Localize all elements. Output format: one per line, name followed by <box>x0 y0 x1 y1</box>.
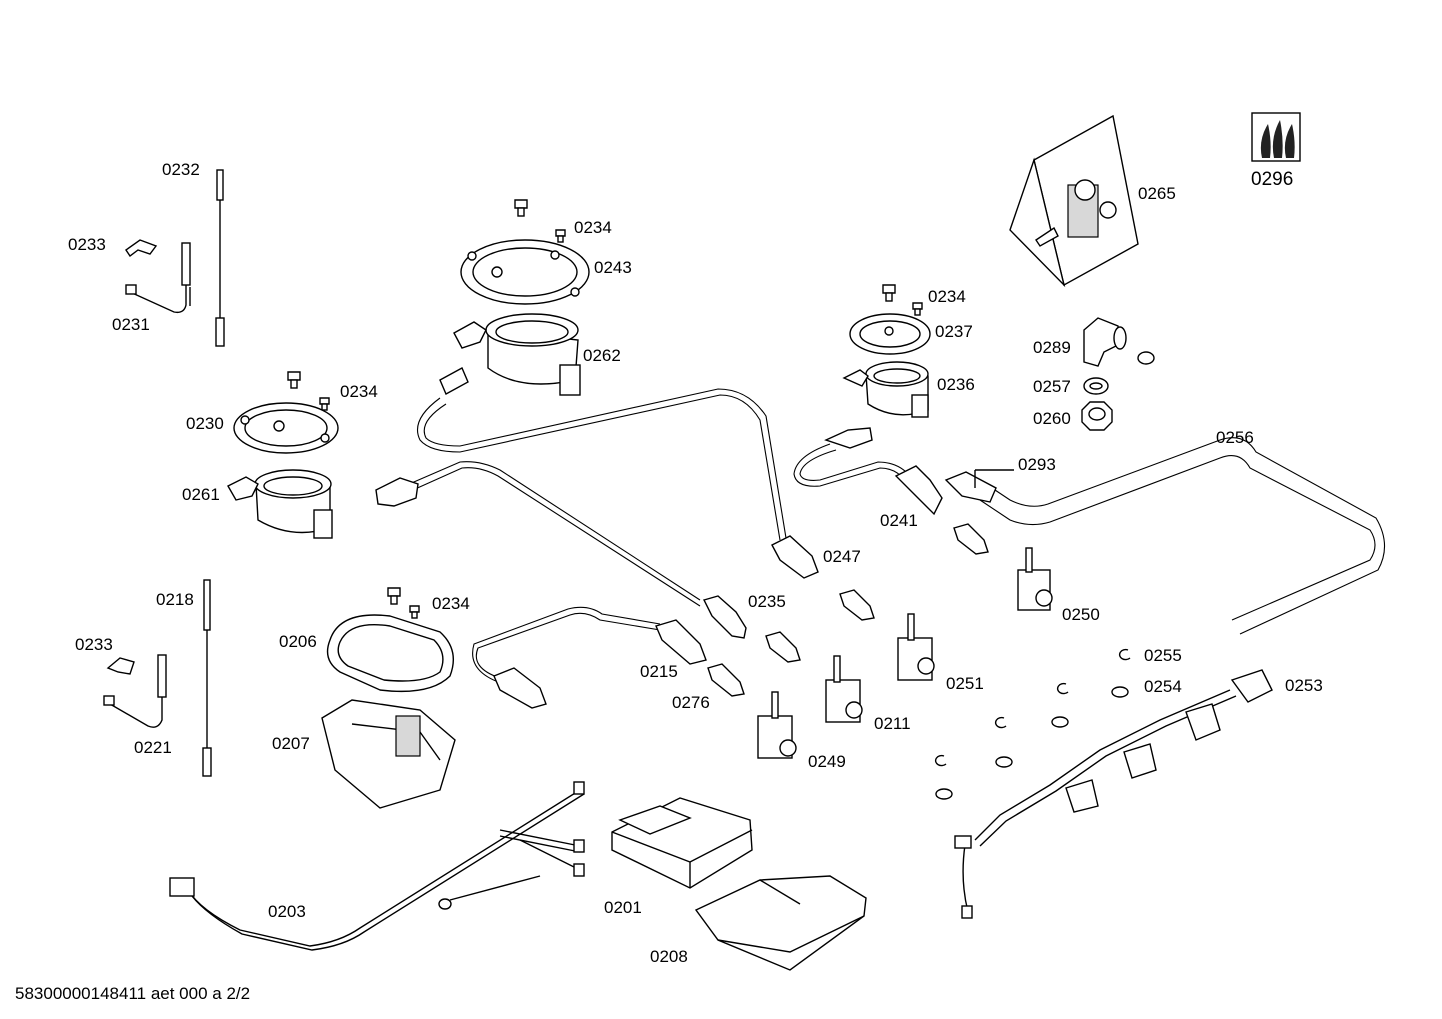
screw-0234-left <box>287 371 330 411</box>
part-label-0201: 0201 <box>604 898 642 917</box>
part-label-0206: 0206 <box>279 632 317 651</box>
valve-0211 <box>825 655 863 723</box>
thermocouple-0232 <box>215 169 225 347</box>
part-label-0243: 0243 <box>594 258 632 277</box>
gasket-0230 <box>233 402 339 454</box>
part-label-0289: 0289 <box>1033 338 1071 357</box>
cover-bracket-0208 <box>694 875 867 971</box>
part-label-0257: 0257 <box>1033 377 1071 396</box>
part-label-0233-lower: 0233 <box>75 635 113 654</box>
gasket-0243 <box>460 239 590 305</box>
ignition-electrode-0231 <box>125 242 191 314</box>
part-label-0232: 0232 <box>162 160 200 179</box>
gasket-0206 <box>326 614 454 693</box>
gasket-0237 <box>849 313 931 355</box>
part-label-0262: 0262 <box>583 346 621 365</box>
washer-0257 <box>1083 377 1109 395</box>
valve-0250 <box>1017 547 1053 611</box>
part-label-0256: 0256 <box>1216 428 1254 447</box>
gas-pipe-0256 <box>944 437 1386 635</box>
burner-cup-0261 <box>227 469 333 539</box>
valve-0249 <box>757 691 797 759</box>
connector-0247 <box>771 535 819 579</box>
gas-pipe-0262-to-0247 <box>416 367 787 541</box>
part-label-0230: 0230 <box>186 414 224 433</box>
ignition-module-0201 <box>611 797 753 889</box>
part-label-0234-lower: 0234 <box>432 594 470 613</box>
part-label-0215: 0215 <box>640 662 678 681</box>
part-label-0237: 0237 <box>935 322 973 341</box>
part-label-0207: 0207 <box>272 734 310 753</box>
part-label-0255: 0255 <box>1144 646 1182 665</box>
gas-pipe-0261-to-0235 <box>375 461 701 607</box>
elbow-fitting-0289 <box>1083 317 1155 367</box>
gas-pipe-0215 <box>472 606 707 709</box>
part-label-0235: 0235 <box>748 592 786 611</box>
injector-0276 <box>707 523 989 697</box>
part-label-0241: 0241 <box>880 511 918 530</box>
flame-icon-0296 <box>1251 112 1301 162</box>
part-label-0296: 0296 <box>1251 169 1294 190</box>
part-label-0236: 0236 <box>937 375 975 394</box>
part-label-0221: 0221 <box>134 738 172 757</box>
nut-0260 <box>1081 401 1113 431</box>
electrode-0218 <box>202 579 212 777</box>
part-label-0247: 0247 <box>823 547 861 566</box>
clips-and-washers-0255-0254 <box>934 648 1131 800</box>
clip-0233-lower <box>106 657 135 675</box>
clip-0233-top <box>125 239 158 258</box>
screw-0234-right <box>882 284 923 316</box>
burner-housing-0207 <box>321 699 456 809</box>
part-label-0249: 0249 <box>808 752 846 771</box>
part-label-0254: 0254 <box>1144 677 1182 696</box>
part-label-0208: 0208 <box>650 947 688 966</box>
valve-label-0265 <box>1009 114 1139 288</box>
part-label-0218: 0218 <box>156 590 194 609</box>
wiring-harness-0203 <box>169 781 585 951</box>
part-label-0250: 0250 <box>1062 605 1100 624</box>
part-label-0261: 0261 <box>182 485 220 504</box>
part-label-0251: 0251 <box>946 674 984 693</box>
part-label-0276: 0276 <box>672 693 710 712</box>
part-label-0234-top: 0234 <box>574 218 612 237</box>
part-label-0253: 0253 <box>1285 676 1323 695</box>
part-label-0260: 0260 <box>1033 409 1071 428</box>
part-label-0211: 0211 <box>874 714 911 733</box>
burner-cup-0262 <box>453 313 581 396</box>
part-label-0203: 0203 <box>268 902 306 921</box>
screw-0234-lower <box>387 587 420 619</box>
part-label-0234-right: 0234 <box>928 287 966 306</box>
electrode-0221 <box>103 654 167 728</box>
part-label-0293: 0293 <box>1018 455 1056 474</box>
part-label-0231: 0231 <box>112 315 150 334</box>
injector-0235 <box>702 595 747 639</box>
document-reference: 58300000148411 aet 000 a 2/2 <box>15 984 251 1003</box>
ignition-harness-0253 <box>954 669 1273 919</box>
part-label-0233-top: 0233 <box>68 235 106 254</box>
burner-cup-0236 <box>842 361 929 418</box>
gas-pipe-0236-to-0241 <box>793 427 943 516</box>
part-label-0265: 0265 <box>1138 184 1176 203</box>
part-label-0234-left: 0234 <box>340 382 378 401</box>
valve-0251 <box>897 613 935 681</box>
screw-0234-top <box>514 199 566 243</box>
